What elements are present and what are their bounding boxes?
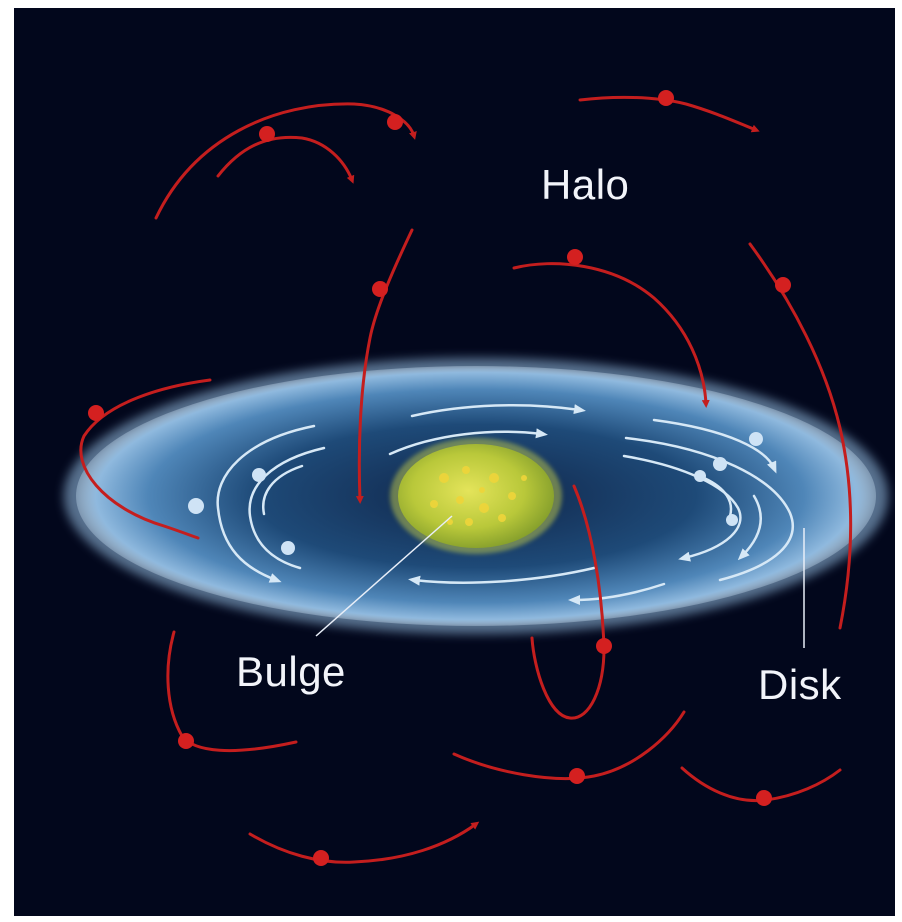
- halo-star: [658, 90, 674, 106]
- disk-label: Disk: [758, 661, 842, 708]
- disk-orbit-path: [737, 494, 762, 561]
- disk-orbit-path: [624, 436, 794, 582]
- halo-star: [259, 126, 275, 142]
- bulge-label: Bulge: [236, 648, 346, 695]
- halo-orbit-path: [530, 484, 606, 720]
- disk-orbit-path: [652, 418, 777, 474]
- galaxy-diagram-graphic: [64, 90, 888, 866]
- halo-label: Halo: [541, 161, 630, 208]
- disk-star: [252, 468, 266, 482]
- halo-orbit-path: [79, 378, 212, 540]
- disk-orbit-path: [262, 464, 304, 516]
- bulge-body: [398, 444, 554, 548]
- disk-orbit-path: [410, 403, 586, 418]
- galactic-bulge: [390, 438, 562, 554]
- bulge-stars: [430, 466, 527, 526]
- halo-star: [178, 733, 194, 749]
- disk-orbit-path: [408, 566, 596, 586]
- halo-orbit-path: [578, 95, 760, 133]
- halo-orbit-path: [154, 102, 417, 220]
- halo-star: [387, 114, 403, 130]
- disk-orbit-path: [568, 582, 666, 605]
- disk-star: [694, 470, 706, 482]
- disk-star: [281, 541, 295, 555]
- disk-star: [713, 457, 727, 471]
- disk-orbit-path: [702, 476, 733, 518]
- halo-orbit-path: [355, 228, 414, 504]
- disk-star: [749, 432, 763, 446]
- halo-star: [756, 790, 772, 806]
- disk-orbit-path: [388, 428, 548, 456]
- disk-orbits: [216, 403, 794, 605]
- halo-star: [567, 249, 583, 265]
- halo-orbit-path: [452, 710, 686, 781]
- disk-star: [188, 498, 204, 514]
- halo-star: [88, 405, 104, 421]
- halo-orbit-path: [216, 135, 355, 184]
- halo-orbit-path: [748, 242, 853, 630]
- halo-star: [372, 281, 388, 297]
- disk-orbit-path: [216, 424, 316, 583]
- halo-orbit-path: [248, 821, 480, 864]
- halo-star: [775, 277, 791, 293]
- disk-star: [726, 514, 738, 526]
- galaxy-diagram: Halo Bulge Disk: [14, 8, 895, 916]
- halo-star: [569, 768, 585, 784]
- halo-orbit-path: [512, 262, 710, 408]
- disk-stars: [188, 432, 763, 555]
- halo-stars: [88, 90, 791, 866]
- halo-star: [313, 850, 329, 866]
- bulge-leader-line: [315, 515, 453, 637]
- leader-lines: [315, 515, 805, 648]
- disk-orbit-path: [622, 454, 742, 562]
- disk-orbit-path: [248, 446, 326, 570]
- halo-star: [596, 638, 612, 654]
